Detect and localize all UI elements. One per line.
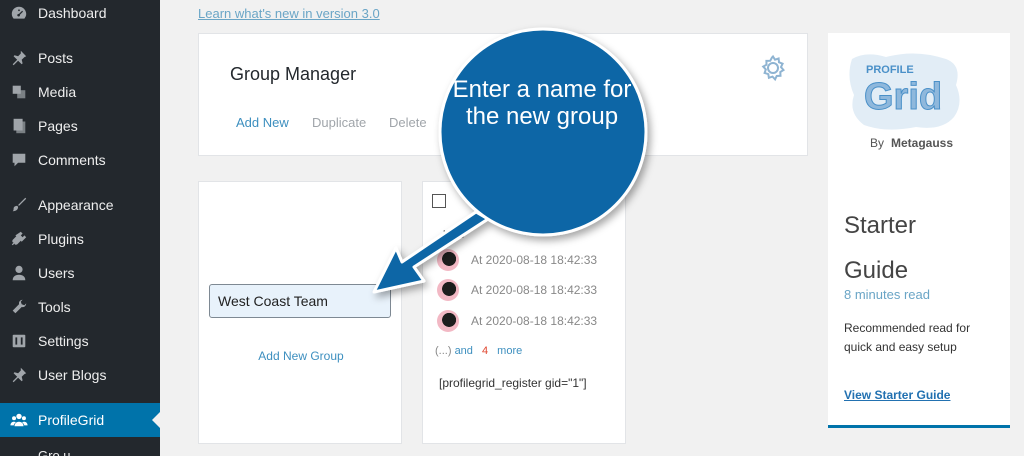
sidebar-item-label: Tools — [38, 299, 71, 315]
sidebar-item-label: Users — [38, 265, 75, 281]
add-new-group-button[interactable]: Add New Group — [258, 349, 344, 363]
sidebar-item-label: Plugins — [38, 231, 84, 247]
sidebar-item-posts[interactable]: Posts — [0, 42, 160, 74]
comment-icon — [0, 151, 38, 169]
group-shortcode: [profilegrid_register gid="1"] — [439, 376, 587, 390]
member-row: At 2020-08-18 18:42:33 — [437, 278, 597, 302]
duplicate-button[interactable]: Duplicate — [312, 115, 367, 130]
sidebar-item-pages[interactable]: Pages — [0, 110, 160, 142]
sidebar-item-label: ProfileGrid — [38, 412, 105, 428]
pages-icon — [0, 117, 38, 135]
gear-icon[interactable] — [759, 54, 787, 82]
sidebar-item-label: Comments — [38, 152, 106, 168]
sidebar-item-tools[interactable]: Tools — [0, 291, 160, 323]
sidebar-item-settings[interactable]: Settings — [0, 325, 160, 357]
more-and-link[interactable]: and — [454, 345, 473, 357]
profilegrid-logo: PROFILE Grid By Metagauss — [849, 53, 960, 150]
media-icon — [0, 83, 38, 101]
add-new-button[interactable]: Add New — [236, 115, 289, 130]
settings-icon — [0, 332, 38, 350]
sidebar-item-label: Pages — [38, 118, 78, 134]
logo-profile-text: PROFILE — [866, 64, 914, 76]
wrench-icon — [0, 298, 38, 316]
callout-text: Enter a name for the new group — [452, 76, 632, 130]
member-row: At 2020-08-18 18:42:33 — [437, 309, 597, 333]
sidebar-item-label: Settings — [38, 333, 89, 349]
members-heading: bers — [443, 229, 465, 241]
group-card: bers At 2020-08-18 18:42:33 At 2020-08-1… — [422, 181, 626, 444]
sidebar-item-label: Posts — [38, 50, 74, 66]
whats-new-link[interactable]: Learn what's new in version 3.0 — [198, 6, 380, 21]
member-join-time: At 2020-08-18 18:42:33 — [471, 283, 598, 297]
dashboard-icon — [0, 4, 38, 22]
logo-by-text: By — [870, 136, 884, 150]
sidebar-item-dashboard[interactable]: Dashboard — [0, 0, 160, 29]
plugin-icon — [0, 230, 38, 248]
more-members-line: (...) and 4 more — [435, 345, 522, 357]
brush-icon — [0, 196, 38, 214]
more-count: 4 — [481, 345, 489, 357]
avatar[interactable] — [437, 310, 459, 332]
delete-button[interactable]: Delete — [389, 115, 427, 130]
sidebar-item-media[interactable]: Media — [0, 76, 160, 108]
member-row: At 2020-08-18 18:42:33 — [437, 248, 597, 272]
group-select-checkbox[interactable] — [432, 194, 446, 208]
sidebar-item-users[interactable]: Users — [0, 257, 160, 289]
submenu-item-peek[interactable]: Gro u — [38, 448, 71, 456]
starter-guide-title: Starter Guide — [844, 212, 917, 284]
member-join-time: At 2020-08-18 18:42:33 — [471, 253, 598, 267]
new-group-card: Add New Group — [198, 181, 402, 444]
sidebar-item-profilegrid[interactable]: ProfileGrid — [0, 403, 160, 437]
sidebar-item-label: Media — [38, 84, 77, 100]
read-time: 8 minutes read — [844, 287, 930, 302]
sidebar-item-label: Dashboard — [38, 5, 107, 21]
user-icon — [0, 264, 38, 282]
sidebar-item-user-blogs[interactable]: User Blogs — [0, 359, 160, 391]
avatar[interactable] — [437, 279, 459, 301]
sidebar-item-comments[interactable]: Comments — [0, 144, 160, 176]
page-title: Group Manager — [230, 64, 357, 84]
admin-sidebar: Dashboard Posts Media Pages Comments App… — [0, 0, 160, 456]
guide-description: Recommended read for quick and easy setu… — [844, 321, 971, 354]
group-icon — [0, 411, 38, 429]
pin-icon — [0, 366, 38, 384]
sidebar-item-label: User Blogs — [38, 367, 107, 383]
sidebar-item-label: Appearance — [38, 197, 114, 213]
starter-guide-panel: PROFILE Grid By Metagauss Starter Guide … — [828, 33, 1010, 428]
group-name-input[interactable] — [209, 284, 391, 318]
avatar[interactable] — [437, 249, 459, 271]
more-members-link[interactable]: more — [497, 345, 523, 357]
logo-brand-text: Metagauss — [891, 136, 953, 150]
member-join-time: At 2020-08-18 18:42:33 — [471, 314, 598, 328]
view-starter-guide-link[interactable]: View Starter Guide — [844, 388, 951, 402]
pin-icon — [0, 49, 38, 67]
ellipsis-text: (...) — [435, 345, 452, 357]
logo-grid-text: Grid — [864, 76, 942, 118]
sidebar-item-plugins[interactable]: Plugins — [0, 223, 160, 255]
sidebar-item-appearance[interactable]: Appearance — [0, 189, 160, 221]
